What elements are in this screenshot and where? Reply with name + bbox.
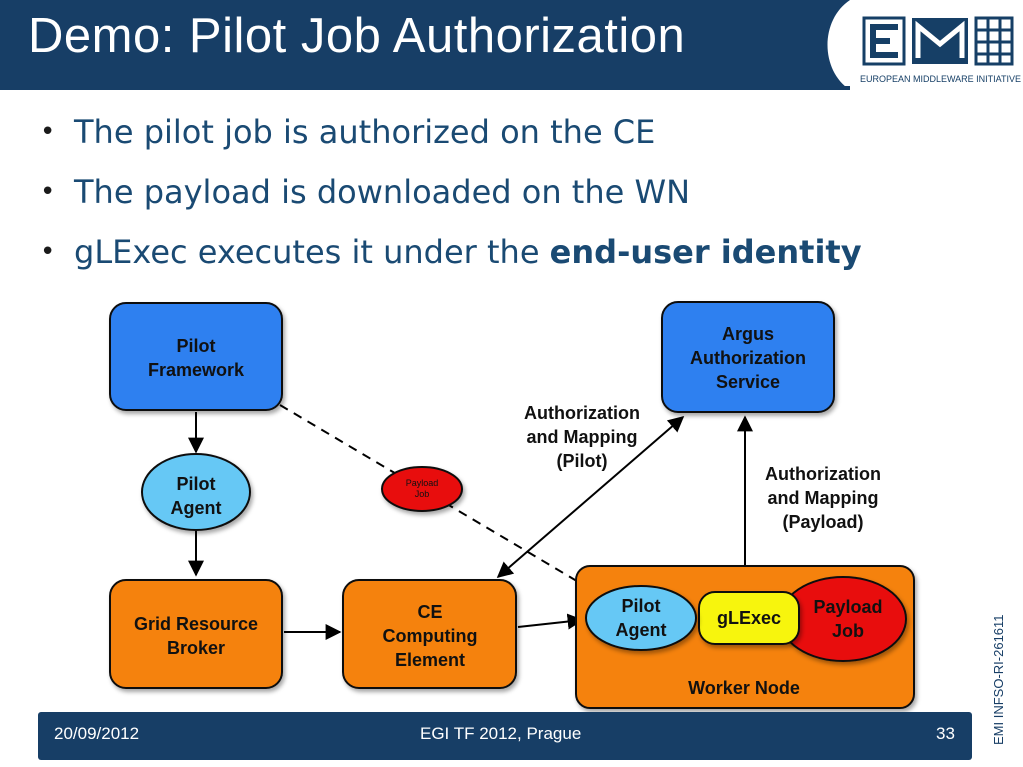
slide-header: Demo: Pilot Job Authorization EUROPEAN M… [0, 0, 1023, 90]
emi-logo: EUROPEAN MIDDLEWARE INITIATIVE [860, 12, 1022, 88]
footer-date: 20/09/2012 [54, 724, 140, 743]
pilot-framework-label: Framework [148, 360, 245, 380]
argus-label: Service [716, 372, 780, 392]
bullet-bold-text: end-user identity [549, 233, 862, 271]
glexec-box [698, 591, 800, 645]
payload-job-small-label: Job [415, 489, 430, 499]
auth-pilot-label: Authorization [524, 403, 640, 423]
pilot-agent-label: Agent [171, 498, 222, 518]
bullet-dot: • [40, 117, 56, 147]
pilot-framework-label: Pilot [177, 336, 216, 356]
grid-broker-label: Grid Resource [134, 614, 258, 634]
footer-page-number: 33 [936, 724, 955, 743]
payload-job-small-label: Payload [406, 478, 439, 488]
side-label: EMI INFSO-RI-261611 [991, 614, 1006, 745]
argus-box [661, 301, 835, 413]
auth-pilot-label: (Pilot) [557, 451, 608, 471]
header-background [0, 0, 850, 90]
auth-payload-label: Authorization [765, 464, 881, 484]
argus-label: Authorization [690, 348, 806, 368]
bullet-text: gLExec executes it under the [74, 233, 550, 271]
glexec-label: gLExec [717, 608, 781, 628]
payload-job-big-label: Payload [813, 597, 882, 617]
bullet-dot: • [40, 237, 56, 267]
logo-caption: EUROPEAN MIDDLEWARE INITIATIVE [860, 74, 1022, 84]
slide-footer: 20/09/2012 EGI TF 2012, Prague 33 [38, 712, 972, 760]
bullet-item: • gLExec executes it under the end-user i… [40, 230, 862, 290]
arrow-ce-argus [496, 415, 685, 579]
grid-broker-label: Broker [167, 638, 225, 658]
bullet-text: The payload is downloaded on the WN [74, 173, 691, 211]
arrow-ce-to-worker [517, 613, 584, 630]
bullet-item: • The payload is downloaded on the WN [40, 170, 862, 230]
pilot-framework-box [109, 302, 283, 411]
ce-label: Computing [383, 626, 478, 646]
grid-broker-box [109, 579, 283, 689]
pilot-agent-wn-label: Agent [616, 620, 667, 640]
slide-title: Demo: Pilot Job Authorization [28, 9, 686, 63]
ce-box [342, 579, 517, 689]
pilot-agent-wn-ellipse [585, 585, 697, 651]
payload-job-big-label: Job [832, 621, 864, 641]
payload-job-small-ellipse [381, 466, 463, 512]
bullet-list: • The pilot job is authorized on the CE •… [40, 110, 862, 290]
pilot-agent-ellipse [141, 453, 251, 531]
footer-event: EGI TF 2012, Prague [420, 724, 582, 743]
worker-node-label: Worker Node [688, 678, 800, 698]
auth-pilot-label: and Mapping [527, 427, 638, 447]
ce-label: Element [395, 650, 465, 670]
ce-label: CE [417, 602, 442, 622]
auth-payload-label: and Mapping [768, 488, 879, 508]
auth-payload-label: (Payload) [782, 512, 863, 532]
bullet-text: The pilot job is authorized on the CE [74, 113, 656, 151]
argus-label: Argus [722, 324, 774, 344]
bullet-item: • The pilot job is authorized on the CE [40, 110, 862, 170]
pilot-agent-wn-label: Pilot [622, 596, 661, 616]
pilot-agent-label: Pilot [177, 474, 216, 494]
bullet-dot: • [40, 177, 56, 207]
emi-logo-icon [862, 16, 1014, 66]
